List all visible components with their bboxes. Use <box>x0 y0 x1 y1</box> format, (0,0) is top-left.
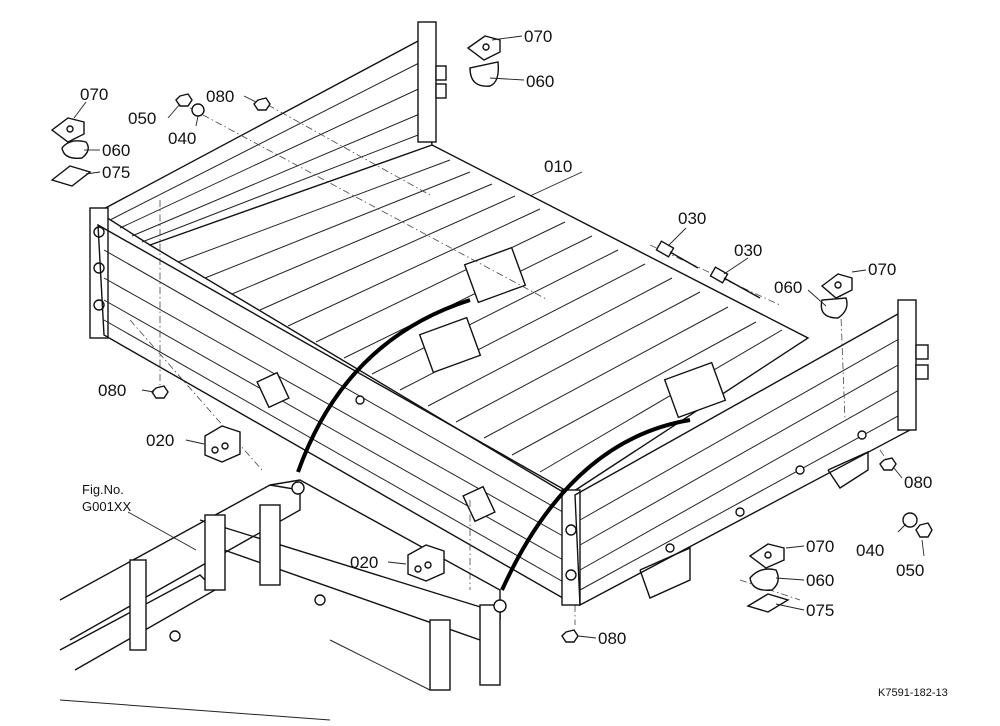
clip-070-bottom <box>748 543 785 569</box>
rear-left-post <box>417 21 437 143</box>
callout-050-right: 050 <box>896 561 924 580</box>
bed-floor-ribs <box>177 159 783 473</box>
nut-080-left <box>151 385 169 399</box>
callout-070-bottom: 070 <box>806 537 834 556</box>
callout-010: 010 <box>544 157 572 176</box>
bolt-030-upper <box>655 240 699 269</box>
clip-070-left <box>50 117 85 143</box>
callout-060-right: 060 <box>774 278 802 297</box>
callout-075-left: 075 <box>102 163 130 182</box>
washer-040-left <box>191 103 205 117</box>
callout-060-top: 060 <box>526 72 554 91</box>
plate-075-left <box>50 165 92 187</box>
d-ring-060-right <box>820 297 848 319</box>
callout-060-bottom: 060 <box>806 571 834 590</box>
block-020-left <box>204 425 241 463</box>
callout-080-bottom: 080 <box>598 629 626 648</box>
nut-080-right <box>879 457 897 471</box>
block-020-right <box>407 544 445 582</box>
vehicle-frame <box>59 479 507 721</box>
leader-lines <box>73 35 925 639</box>
callout-080-right: 080 <box>904 473 932 492</box>
figure-ref-line1: Fig.No. <box>82 482 124 497</box>
nut-050-left <box>175 93 193 107</box>
washer-040-right <box>902 512 918 528</box>
mount-arc-right <box>500 418 691 591</box>
callout-060-left: 060 <box>102 141 130 160</box>
callout-070-top: 070 <box>524 27 552 46</box>
nut-080-bottom <box>561 629 579 643</box>
clip-070-top <box>466 35 501 61</box>
nut-080-top <box>253 97 271 111</box>
callout-030-lower: 030 <box>734 241 762 260</box>
callout-020-right: 020 <box>350 553 378 572</box>
callout-070-left: 070 <box>80 85 108 104</box>
clip-070-right <box>820 273 853 299</box>
bolt-030-lower <box>709 266 761 299</box>
drawing-code: K7591-182-13 <box>878 687 948 699</box>
callout-020-left: 020 <box>146 431 174 450</box>
d-ring-060-bottom <box>749 568 779 591</box>
alignment-lines <box>129 104 889 625</box>
callout-075-bottom: 075 <box>806 601 834 620</box>
callout-040-left: 040 <box>168 129 196 148</box>
mount-arc-left <box>296 298 471 473</box>
d-ring-060-top <box>469 61 500 87</box>
cargo-bed-010 <box>89 21 929 607</box>
callout-040-right: 040 <box>856 541 884 560</box>
nut-050-right <box>915 522 933 538</box>
callout-labels: 070 060 070 080 050 040 060 075 010 030 … <box>80 27 932 648</box>
right-corner-post <box>897 299 917 431</box>
callout-070-right: 070 <box>868 260 896 279</box>
callout-080-top: 080 <box>206 87 234 106</box>
callout-050-left: 050 <box>128 109 156 128</box>
callout-030-upper: 030 <box>678 209 706 228</box>
callout-080-left: 080 <box>98 381 126 400</box>
figure-ref-line2: G001XX <box>82 499 131 514</box>
plate-075-bottom <box>746 593 790 613</box>
